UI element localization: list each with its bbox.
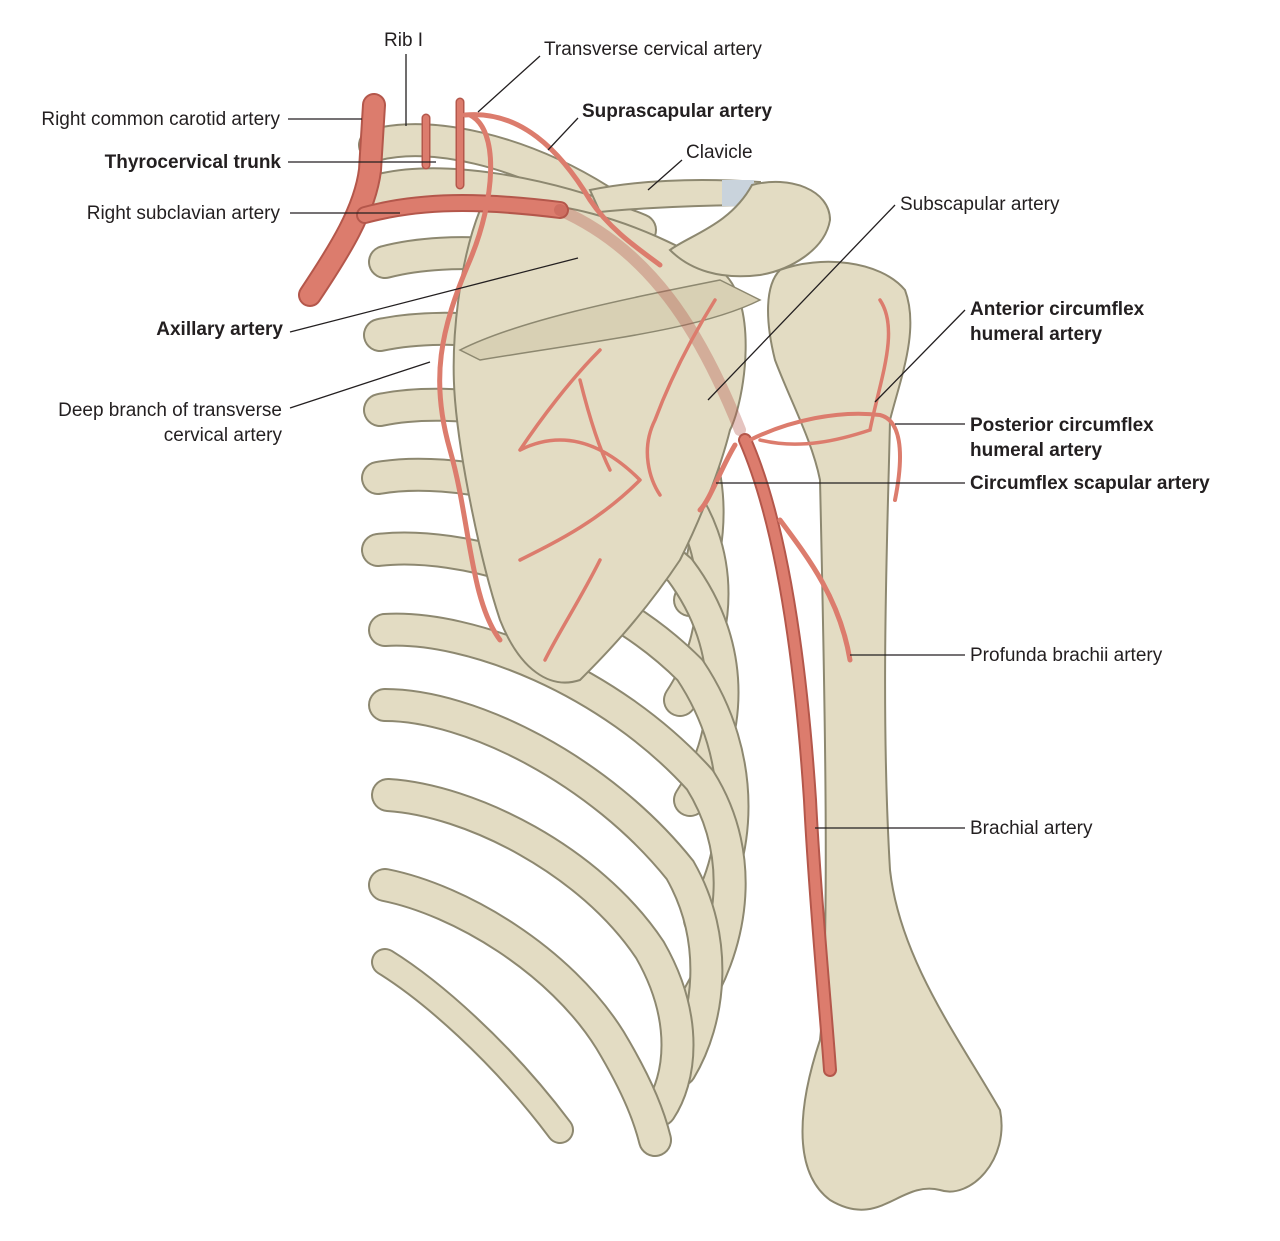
label-line-1: Posterior circumflex: [970, 415, 1154, 436]
arteries: [298, 93, 902, 1077]
circumflex-scapular-branches: [518, 298, 717, 662]
rib-8: [368, 612, 747, 1027]
label-line-1: Anterior circumflex: [970, 299, 1145, 320]
brachial-artery: [738, 433, 837, 1077]
label-line-2: cervical artery: [163, 425, 282, 446]
label-circumflex-scapular-artery: Circumflex scapular artery: [970, 473, 1210, 494]
profunda-brachii-artery: [777, 517, 853, 663]
acromion: [668, 180, 832, 278]
leader-clavicle: [647, 159, 683, 191]
label-line-1: Deep branch of transverse: [58, 400, 282, 421]
label-clavicle: Clavicle: [686, 142, 753, 163]
label-suprascapular-artery: Suprascapular artery: [582, 101, 773, 122]
label-deep-branch-transverse-cervical-artery: Deep branch of transverse cervical arter…: [58, 398, 282, 448]
label-line-2: humeral artery: [970, 324, 1103, 345]
suprascapular-artery: [462, 112, 663, 268]
label-line-2: humeral artery: [970, 440, 1103, 461]
rib-11: [368, 868, 672, 1157]
leader-anterior-circumflex: [874, 309, 966, 403]
label-right-subclavian-artery: Right subclavian artery: [86, 203, 280, 224]
label-profunda-brachii-artery: Profunda brachii artery: [970, 645, 1163, 666]
scapular-spine: [458, 279, 762, 361]
label-thyrocervical-trunk: Thyrocervical trunk: [104, 152, 281, 173]
label-axillary-artery: Axillary artery: [156, 319, 283, 340]
right-subclavian-artery: [356, 194, 569, 224]
rib-12: [371, 948, 574, 1144]
right-common-carotid-artery: [298, 93, 386, 307]
subscapular-artery: [697, 442, 738, 513]
label-anterior-circumflex-humeral-artery: Anterior circumflex humeral artery: [970, 297, 1144, 347]
rib-9: [368, 688, 724, 1087]
rib-1: [358, 123, 617, 217]
transverse-cervical-artery: [437, 112, 503, 643]
leader-transverse-cervical: [477, 55, 541, 113]
thyrocervical-branches: [421, 97, 465, 190]
anterior-circumflex-humeral-artery: [758, 298, 891, 446]
label-transverse-cervical-artery: Transverse cervical artery: [544, 39, 762, 60]
label-right-common-carotid-artery: Right common carotid artery: [41, 109, 280, 130]
rib-10: [371, 778, 695, 1127]
posterior-circumflex-humeral-artery: [748, 411, 902, 502]
label-brachial-artery: Brachial artery: [970, 818, 1093, 839]
leader-axillary: [289, 257, 579, 333]
axillary-artery-path: [554, 204, 746, 436]
label-posterior-circumflex-humeral-artery: Posterior circumflex humeral artery: [970, 413, 1154, 463]
leader-subscapular: [707, 204, 896, 401]
leader-lines: [288, 54, 966, 829]
leader-deep-branch: [289, 361, 431, 409]
leader-suprascapular: [547, 117, 579, 151]
label-rib-1: Rib I: [384, 30, 424, 51]
label-subscapular-artery: Subscapular artery: [900, 194, 1060, 215]
